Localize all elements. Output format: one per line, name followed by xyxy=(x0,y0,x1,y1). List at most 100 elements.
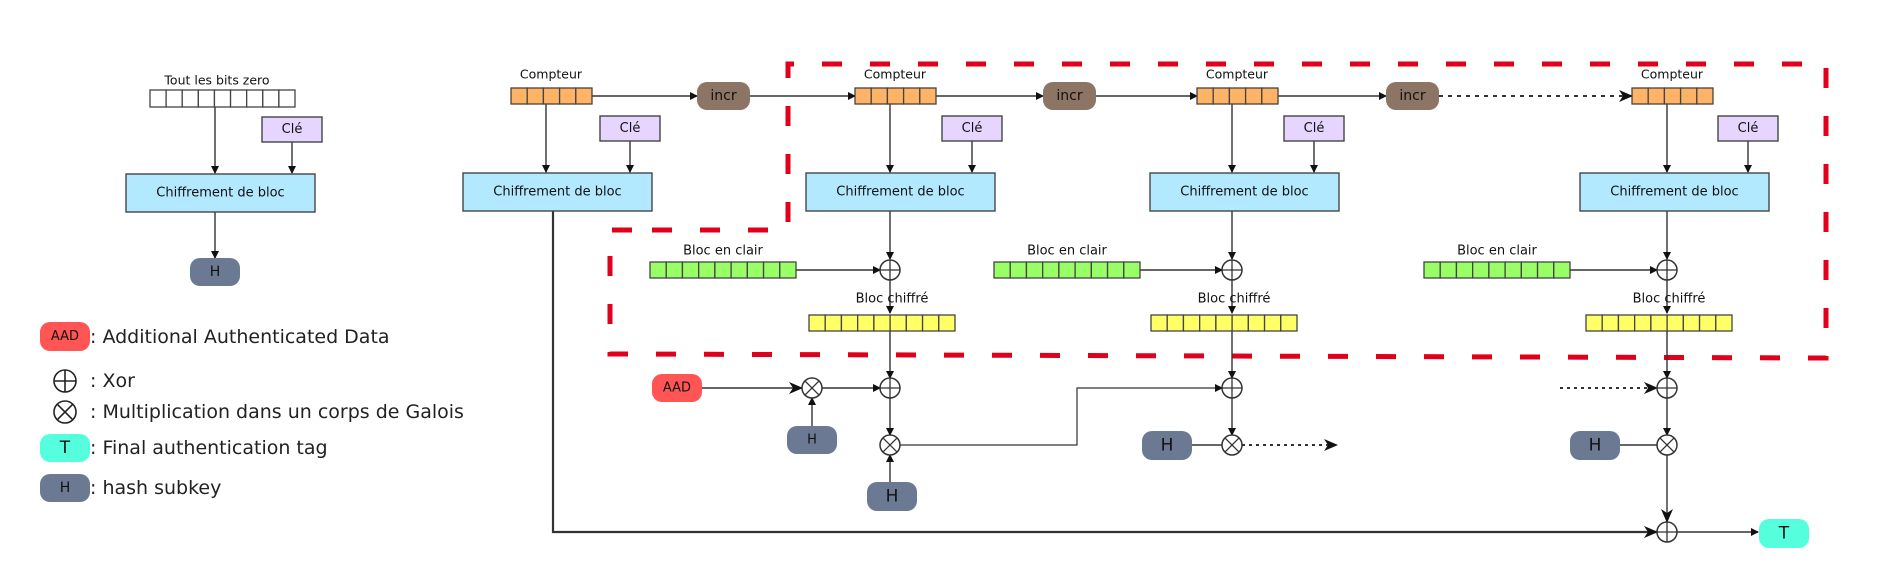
counter-block-cell xyxy=(870,87,889,105)
xor-icon xyxy=(1656,259,1678,281)
block-cipher-label: Chiffrement de bloc xyxy=(156,186,284,201)
block-cipher-box xyxy=(805,172,996,212)
legend-text: : hash subkey xyxy=(90,477,222,499)
plaintext-block-cell xyxy=(1423,261,1441,279)
block-cipher-box xyxy=(1149,172,1340,212)
plaintext-block-cell xyxy=(1074,261,1092,279)
ciphertext-block-cell xyxy=(1247,314,1266,332)
connector-line xyxy=(900,384,1223,446)
plaintext-block-cell xyxy=(665,261,684,279)
ciphertext-block-cell xyxy=(1634,314,1652,332)
key-box xyxy=(941,115,1003,142)
hash-subkey-h-label: H xyxy=(807,433,817,448)
plaintext-block-cell xyxy=(1439,261,1458,279)
block-cipher-label: Chiffrement de bloc xyxy=(1180,185,1308,200)
tag-legend-symbol: T xyxy=(40,434,90,462)
plaintext-block-cell xyxy=(1025,261,1044,279)
plaintext-block-cell xyxy=(1090,261,1109,279)
ciphertext-block-cell xyxy=(1280,314,1298,332)
ciphertext-label: Bloc chiffré xyxy=(1198,292,1271,307)
galois-mult-icon xyxy=(1656,434,1678,456)
plaintext-block-cell xyxy=(649,261,667,279)
block-cipher-box xyxy=(125,173,316,213)
counter-block-cell xyxy=(1244,87,1263,105)
plaintext-block-cell xyxy=(1488,261,1506,279)
ciphertext-block-cell xyxy=(1263,314,1282,332)
hash-subkey-h-label: H xyxy=(210,264,221,280)
ciphertext-block-cell xyxy=(921,314,940,332)
zero-bits-block-cell xyxy=(246,89,264,108)
hash-subkey-h xyxy=(1142,431,1192,460)
zero-bits-block-cell xyxy=(213,89,232,108)
plaintext-block-cell xyxy=(1520,261,1539,279)
counter-block-cell xyxy=(1696,87,1714,105)
incr-box-label: incr xyxy=(710,88,736,104)
ciphertext-block-cell xyxy=(808,314,826,332)
counter-block xyxy=(510,87,593,105)
counter-block-cell xyxy=(1261,87,1279,105)
ciphertext-block-cell xyxy=(1166,314,1185,332)
incr-box-label: incr xyxy=(1399,88,1425,104)
counter-label: Compteur xyxy=(1206,67,1269,82)
block-cipher-label: Chiffrement de bloc xyxy=(836,185,964,200)
xor-icon xyxy=(1221,259,1243,281)
plaintext-block-cell xyxy=(993,261,1011,279)
ciphertext-label: Bloc chiffré xyxy=(856,292,929,307)
counter-block-cell xyxy=(1631,87,1649,105)
xor-icon xyxy=(1656,521,1678,543)
counter-block xyxy=(1631,87,1714,105)
plaintext-label: Bloc en clair xyxy=(683,244,763,259)
plaintext-block xyxy=(649,261,797,279)
plaintext-block-cell xyxy=(1455,261,1474,279)
plaintext-block-cell xyxy=(1504,261,1522,279)
plaintext-block-cell xyxy=(1472,261,1490,279)
zero-bits-block-cell xyxy=(149,89,167,108)
key-label: Clé xyxy=(620,121,641,136)
encryption-region-outline xyxy=(607,61,1829,361)
hash-subkey-h-label: H xyxy=(1589,436,1602,456)
auth-tag-t xyxy=(1759,519,1809,548)
hash-subkey-h-label: H xyxy=(1161,436,1174,456)
hash-subkey-h xyxy=(867,482,917,511)
block-cipher-label: Chiffrement de bloc xyxy=(493,185,621,200)
ciphertext-block-cell xyxy=(873,314,891,332)
counter-block-cell xyxy=(1663,87,1682,105)
hash-subkey-h xyxy=(190,258,240,286)
plaintext-block-cell xyxy=(1536,261,1555,279)
zero-bits-block-cell xyxy=(181,89,199,108)
key-box xyxy=(1283,115,1345,142)
ciphertext-block-cell xyxy=(857,314,875,332)
counter-block-cell xyxy=(1679,87,1698,105)
legend-item-tag: T : Final authentication tag xyxy=(40,434,328,462)
plaintext-block-cell xyxy=(714,261,732,279)
key-label: Clé xyxy=(282,122,303,137)
hash-subkey-h xyxy=(787,426,837,454)
counter-block-cell xyxy=(902,87,921,105)
ciphertext-block-cell xyxy=(1199,314,1217,332)
galois-mult-icon xyxy=(879,434,901,456)
ciphertext-block-cell xyxy=(938,314,956,332)
counter-block-cell xyxy=(886,87,905,105)
xor-icon xyxy=(40,367,90,395)
xor-icon xyxy=(1656,377,1678,399)
plaintext-block-cell xyxy=(1058,261,1076,279)
legend-text: : Final authentication tag xyxy=(90,437,328,459)
counter-block-cell xyxy=(526,87,545,105)
counter-block-cell xyxy=(1647,87,1666,105)
ciphertext-block xyxy=(1585,314,1733,332)
counter-label: Compteur xyxy=(1641,67,1704,82)
ciphertext-block-cell xyxy=(1585,314,1603,332)
connector-line xyxy=(551,211,1658,538)
aad-box xyxy=(652,374,702,402)
galois-mult-icon xyxy=(801,377,823,399)
ciphertext-block-cell xyxy=(1231,314,1249,332)
hash-subkey-h xyxy=(1570,431,1620,460)
ciphertext-block-cell xyxy=(905,314,924,332)
counter-block-cell xyxy=(919,87,937,105)
plaintext-block-cell xyxy=(1042,261,1060,279)
key-box xyxy=(1717,115,1779,142)
zero-bits-block-cell xyxy=(165,89,183,108)
zero-bits-block-cell xyxy=(278,89,296,108)
xor-icon xyxy=(879,377,901,399)
